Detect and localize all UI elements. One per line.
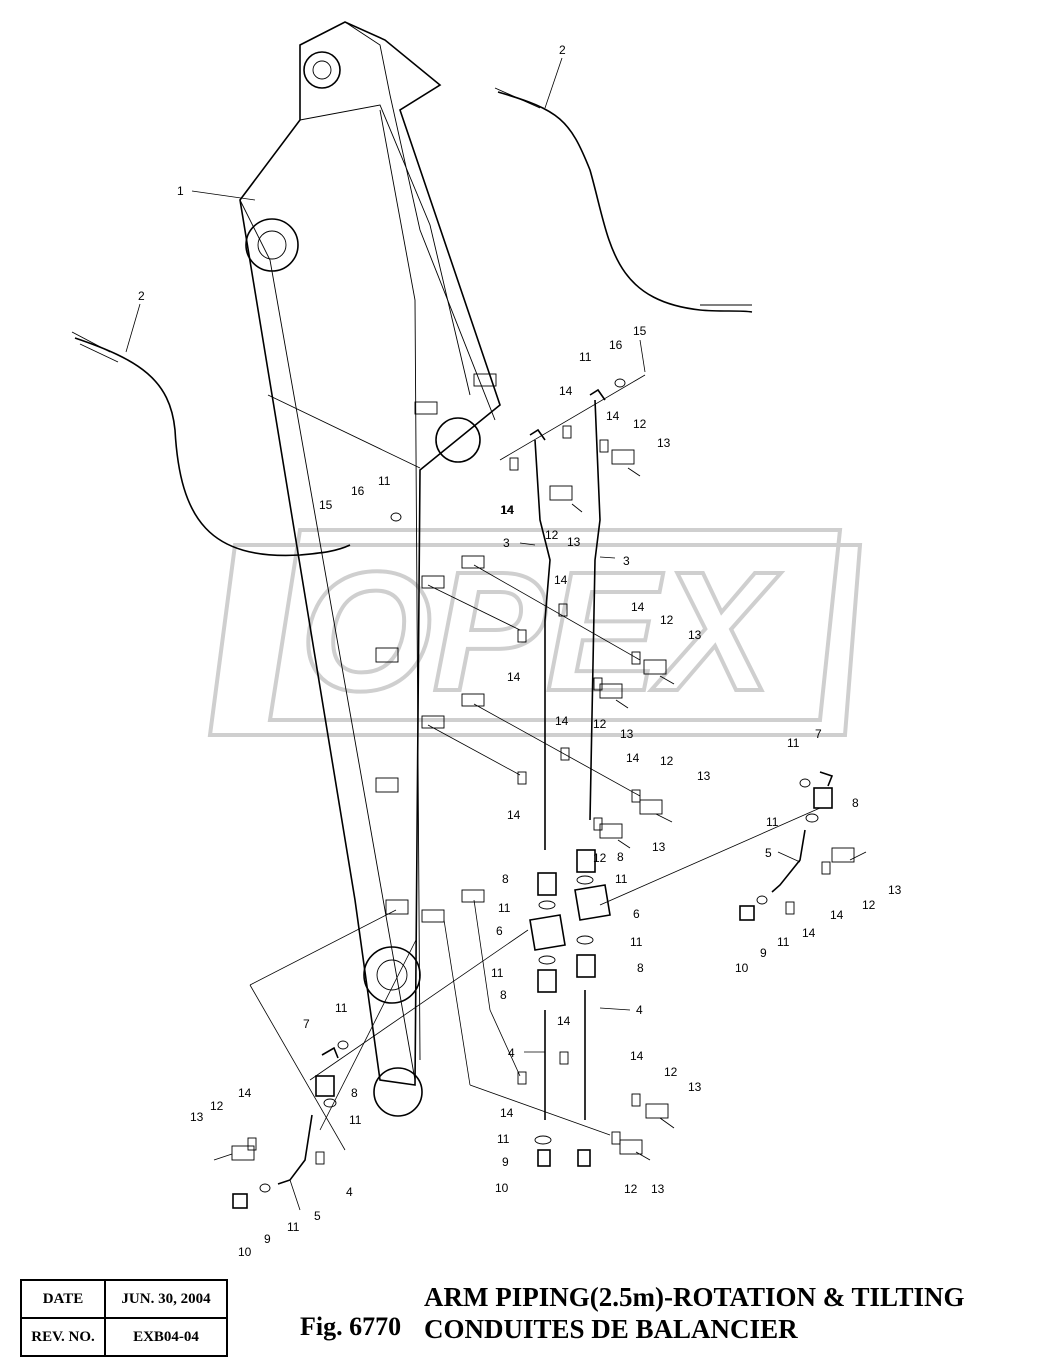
callout-13: 13	[567, 535, 581, 549]
callout-3: 3	[623, 554, 630, 568]
callout-13: 13	[190, 1110, 204, 1124]
figure-number: Fig. 6770	[300, 1312, 402, 1341]
callout-15: 15	[633, 324, 647, 338]
callout-14: 14	[238, 1086, 252, 1100]
callout-12: 12	[545, 528, 559, 542]
callout-4: 4	[346, 1185, 353, 1199]
callout-12: 12	[593, 717, 607, 731]
callout-11: 11	[287, 1220, 300, 1234]
callout-10: 10	[495, 1181, 509, 1195]
rev-label: REV. NO.	[20, 1317, 106, 1357]
callout-11: 11	[497, 1132, 510, 1146]
callout-13: 13	[688, 1080, 702, 1094]
callout-14: 14	[501, 503, 515, 517]
callout-16: 16	[609, 338, 623, 352]
arm-piping-diagram: OPEX	[71, 21, 902, 1259]
figure-title-en: ARM PIPING(2.5m)-ROTATION & TILTING	[424, 1282, 965, 1312]
callout-14: 14	[559, 384, 573, 398]
callout-12: 12	[633, 417, 647, 431]
callout-13: 13	[657, 436, 671, 450]
rev-value: EXB04-04	[104, 1317, 228, 1357]
callout-13: 13	[620, 727, 634, 741]
callout-12: 12	[624, 1182, 638, 1196]
callout-6: 6	[496, 924, 503, 938]
callout-11: 11	[615, 872, 628, 886]
callout-11: 11	[766, 815, 779, 829]
callout-14: 14	[626, 751, 640, 765]
callout-14: 14	[631, 600, 645, 614]
callout-3: 3	[503, 536, 510, 550]
callout-11: 11	[777, 935, 790, 949]
callout-14: 14	[500, 503, 514, 517]
callout-14: 14	[802, 926, 816, 940]
junction-blocks	[529, 884, 611, 951]
callout-12: 12	[593, 851, 607, 865]
elbow-tubes	[277, 388, 834, 1185]
callout-4: 4	[636, 1003, 643, 1017]
callout-8: 8	[502, 872, 509, 886]
callout-12: 12	[862, 898, 876, 912]
callout-6: 6	[633, 907, 640, 921]
callout-8: 8	[351, 1086, 358, 1100]
callout-7: 7	[815, 727, 822, 741]
callout-11: 11	[630, 935, 643, 949]
callout-14: 14	[500, 1106, 514, 1120]
callout-5: 5	[765, 846, 772, 860]
callout-11: 11	[787, 736, 800, 750]
callout-11: 11	[579, 350, 592, 364]
leader-lines	[125, 57, 821, 1211]
callout-11: 11	[378, 474, 391, 488]
callout-5: 5	[314, 1209, 321, 1223]
watermark-text: OPEX	[300, 537, 781, 727]
callout-13: 13	[688, 628, 702, 642]
callout-8: 8	[500, 988, 507, 1002]
callout-11: 11	[498, 901, 511, 915]
callout-12: 12	[210, 1099, 224, 1113]
callout-14: 14	[830, 908, 844, 922]
callout-11: 11	[335, 1001, 348, 1015]
callout-16: 16	[351, 484, 365, 498]
date-value: JUN. 30, 2004	[104, 1279, 228, 1319]
callout-9: 9	[264, 1232, 271, 1246]
callout-13: 13	[888, 883, 902, 897]
callout-12: 12	[660, 613, 674, 627]
callout-13: 13	[651, 1182, 665, 1196]
callout-14: 14	[630, 1049, 644, 1063]
callout-15: 15	[319, 498, 333, 512]
callout-12: 12	[660, 754, 674, 768]
callout-13: 13	[652, 840, 666, 854]
callout-8: 8	[637, 961, 644, 975]
callout-9: 9	[760, 946, 767, 960]
callout-14: 14	[507, 670, 521, 684]
callout-10: 10	[735, 961, 749, 975]
callout-12: 12	[664, 1065, 678, 1079]
opex-watermark: OPEX	[207, 528, 863, 737]
callout-4: 4	[508, 1046, 515, 1060]
figure-title: ARM PIPING(2.5m)-ROTATION & TILTING COND…	[424, 1281, 965, 1345]
callout-11: 11	[349, 1113, 362, 1127]
pipes	[534, 399, 601, 1120]
callout-11: 11	[491, 966, 504, 980]
callouts: 1 2 2 3 3 4 4 4 5 5 6 6 7 7 8 8 8 8 8 8 …	[138, 43, 902, 1259]
callout-13: 13	[697, 769, 711, 783]
callout-2: 2	[138, 289, 145, 303]
callout-1: 1	[177, 184, 184, 198]
callout-9: 9	[502, 1155, 509, 1169]
date-label: DATE	[20, 1279, 106, 1319]
callout-14: 14	[507, 808, 521, 822]
hoses	[71, 87, 753, 557]
callout-10: 10	[238, 1245, 252, 1259]
callout-2: 2	[559, 43, 566, 57]
callout-14: 14	[555, 714, 569, 728]
callout-14: 14	[554, 573, 568, 587]
callout-14: 14	[557, 1014, 571, 1028]
callout-8: 8	[852, 796, 859, 810]
callout-8: 8	[617, 850, 624, 864]
fittings	[232, 378, 833, 1209]
figure-title-fr: CONDUITES DE BALANCIER	[424, 1314, 798, 1344]
title-block: DATE JUN. 30, 2004 REV. NO. EXB04-04	[20, 1279, 228, 1357]
callout-7: 7	[303, 1017, 310, 1031]
callout-14: 14	[606, 409, 620, 423]
